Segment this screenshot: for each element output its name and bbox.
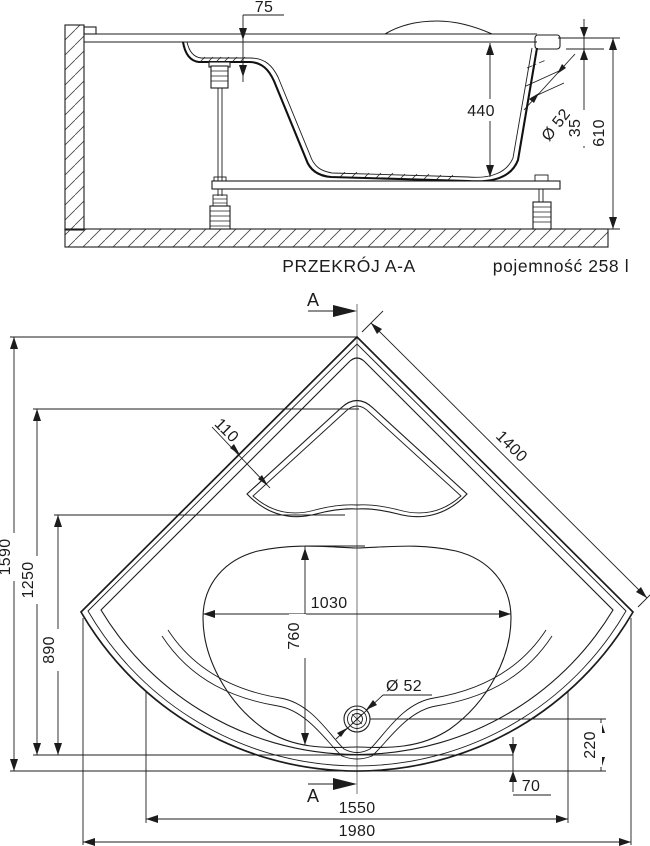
dimension-overall-width: 1980 [83,823,631,846]
wall-hatch [64,24,85,231]
dim-110-label: 110 [211,415,242,446]
overflow-hole [523,53,576,111]
dimension-drain-diameter: Ø 52 [335,678,432,740]
dimension-front-rim-width: 70 [509,737,551,796]
dim-220-label: 220 [582,731,599,759]
cut-hatch-ticks [199,56,454,181]
section-letter-top: A [307,290,319,310]
dimension-overall-height: 610 [591,38,620,230]
dimension-overflow-from-rim: 35 [558,19,620,148]
section-caption: PRZEKRÓJ A-A [282,255,416,276]
adjustable-foot-left [209,205,231,230]
dimension-front-width: 1550 [146,800,568,823]
rim-inner-edge [100,357,614,755]
extension-lines [10,310,650,845]
section-arrow-bottom [333,778,357,790]
front-seat-contour-inner [161,635,553,760]
dim-440-label: 440 [467,103,495,120]
section-arrow-top [333,305,357,317]
support-frame [208,61,561,230]
dim-70-label: 70 [522,778,540,795]
dimension-rim-to-seat: 75 [239,0,284,82]
frame-bar [211,180,561,190]
dimension-bowl-width: 1030 [203,595,511,618]
dimension-bowl-bottom-depth: 890 [41,515,62,755]
section-marker-bottom: A [307,778,357,806]
dim-1550-label: 1550 [339,800,376,817]
drain-siphon [210,65,229,89]
section-marker-top: A [307,290,357,317]
dim-1250-label: 1250 [20,562,37,599]
headrest-hump [384,20,493,35]
tub-section-profile [83,20,561,183]
dimension-rim-width: 110 [211,415,271,489]
dimension-overall-depth: 1590 [0,337,18,771]
dim-760-label: 760 [286,622,303,650]
dimension-inner-depth: 440 [459,43,504,177]
dimension-inner-depth-plan: 1250 [20,409,41,755]
section-view: 75 440 Ø 52 35 610 [64,0,629,276]
dim-35-label: 35 [567,119,584,137]
dimension-drain-to-front: 220 [582,719,605,771]
dimension-bowl-length: 760 [286,545,365,745]
inner-bowl [202,545,512,748]
back-shelf-contour [246,399,468,518]
plan-view: A A [0,290,650,846]
dim-drain-diameter-label: Ø 52 [386,678,422,695]
outer-rim-inner-line [87,343,627,767]
dim-890-label: 890 [41,636,58,664]
dim-1980-label: 1980 [339,823,376,840]
back-shelf-contour-inner [252,405,462,514]
dimension-side-length: 1400 [370,322,648,599]
dim-1400-label: 1400 [492,428,530,466]
rim-cap [534,34,561,50]
dim-1590-label: 1590 [0,539,14,576]
dim-1030-label: 1030 [311,595,348,612]
dim-75-label: 75 [255,0,273,16]
dim-610-label: 610 [591,119,608,147]
section-letter-bottom: A [307,786,319,806]
capacity-label: pojemność 258 l [493,256,629,276]
floor-hatch [64,228,609,248]
adjustable-foot-right [532,201,552,230]
front-seat-contour [167,629,547,753]
